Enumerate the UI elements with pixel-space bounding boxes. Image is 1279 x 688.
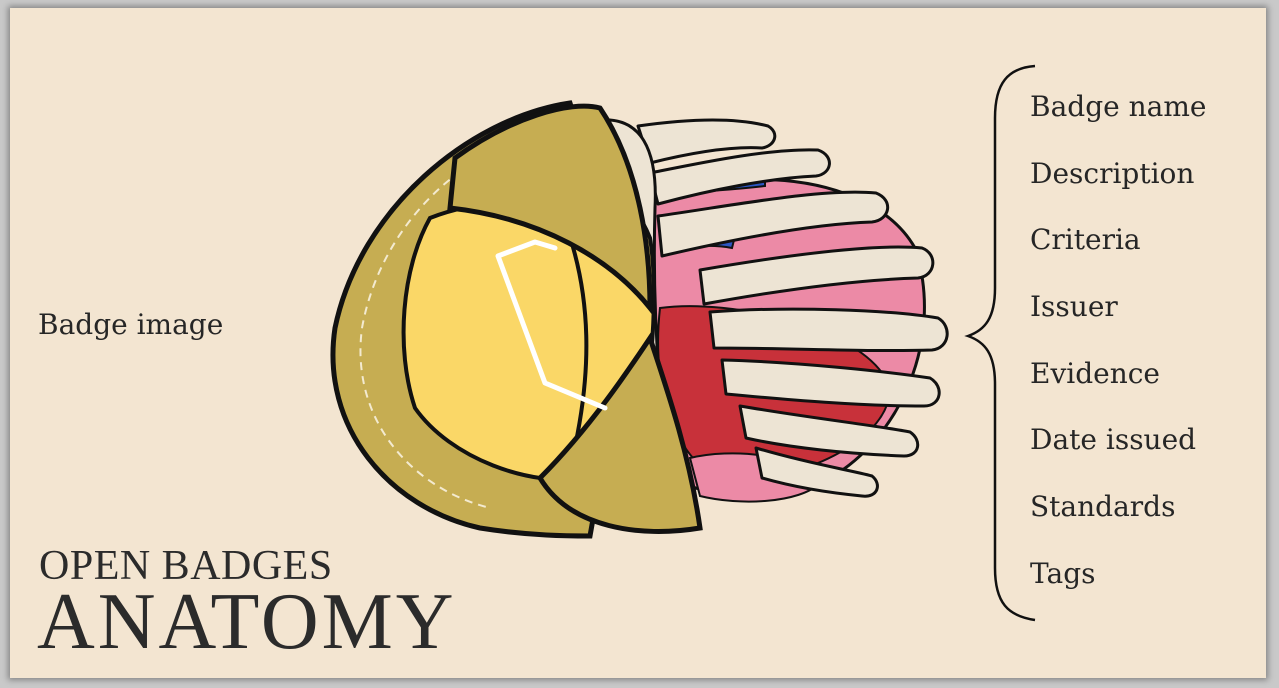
badge-image-label: Badge image — [38, 308, 223, 341]
illustration-frame: Badge image Badge name Description Crite… — [10, 8, 1266, 678]
part-evidence: Evidence — [1030, 351, 1206, 418]
badge-parts-list: Badge name Description Criteria Issuer E… — [1030, 84, 1206, 618]
title-anatomy: ANATOMY — [37, 582, 457, 662]
part-badge-name: Badge name — [1030, 84, 1206, 151]
part-description: Description — [1030, 151, 1206, 218]
part-issuer: Issuer — [1030, 284, 1206, 351]
part-standards: Standards — [1030, 484, 1206, 551]
part-date-issued: Date issued — [1030, 417, 1206, 484]
part-criteria: Criteria — [1030, 217, 1206, 284]
rib-5 — [710, 309, 947, 350]
curly-brace — [968, 66, 1035, 620]
part-tags: Tags — [1030, 551, 1206, 618]
